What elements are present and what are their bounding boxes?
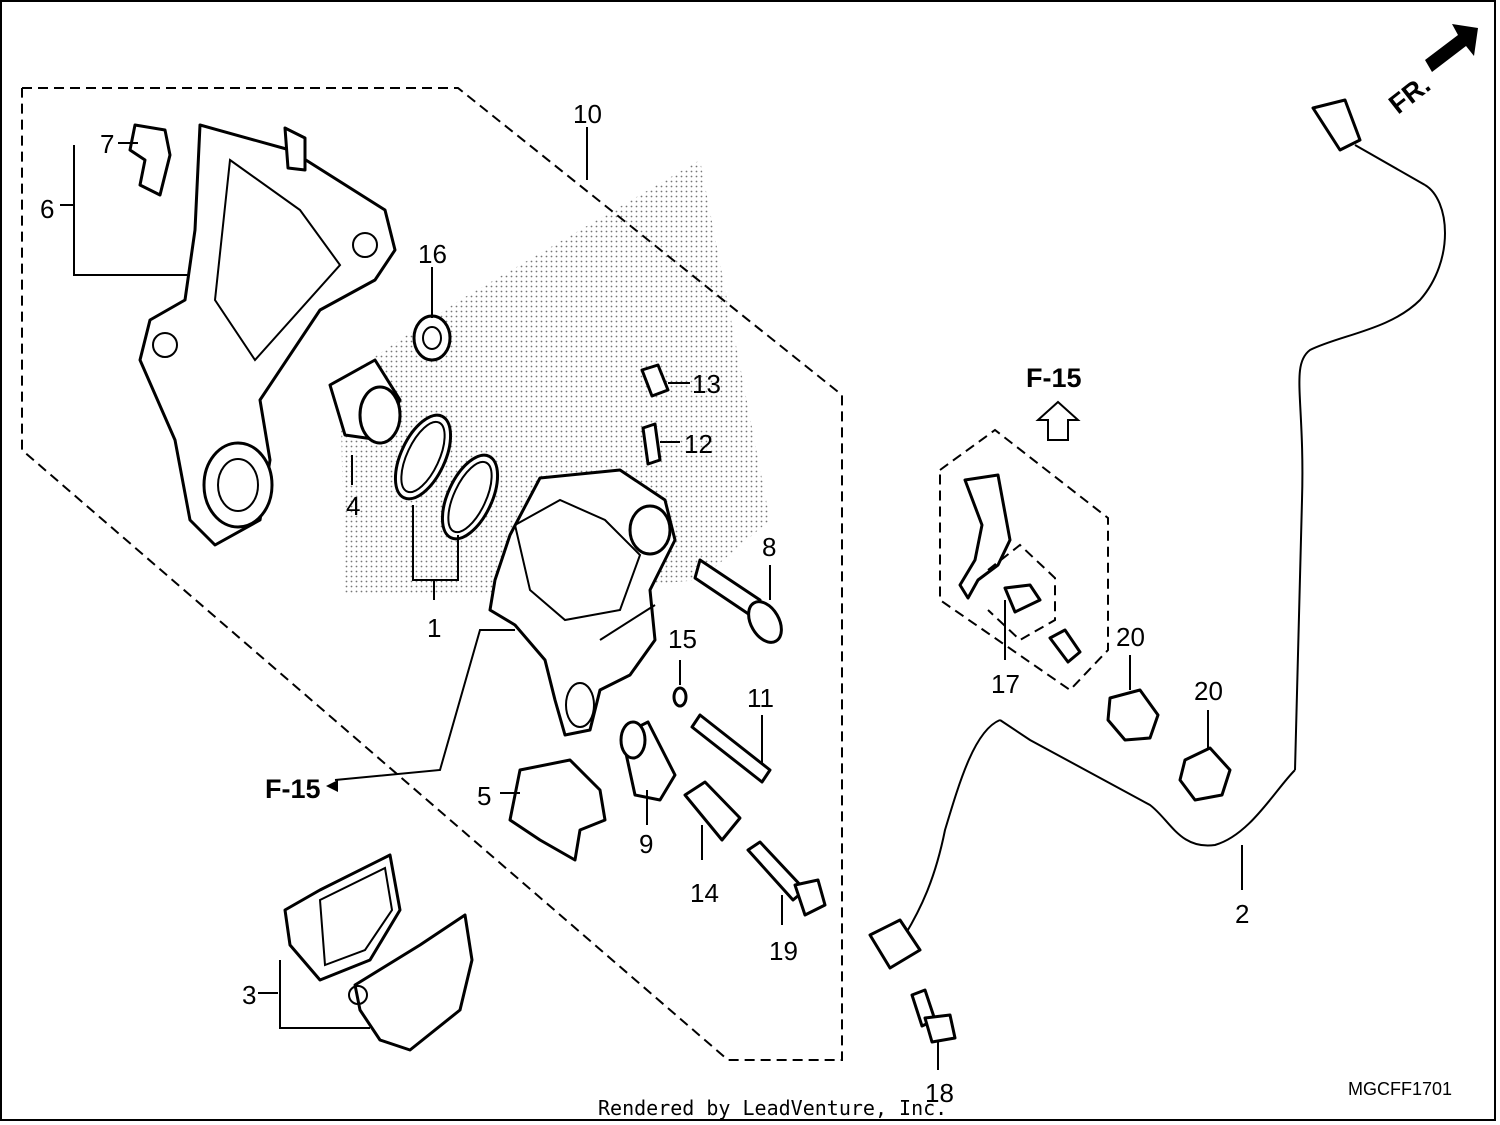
callout-13: 13 [692, 369, 721, 399]
boot-seal [412, 314, 452, 362]
pin-sleeve [683, 780, 742, 842]
pin-boot [619, 720, 677, 802]
callout-16: 16 [418, 239, 447, 269]
callout-2: 2 [1235, 899, 1249, 929]
caliper-piston [328, 358, 402, 445]
abs-sensor-wire [868, 98, 1446, 970]
clamp-subgroup-boundary [987, 543, 1056, 642]
callout-18: 18 [925, 1078, 954, 1108]
pin-bolt [693, 558, 783, 644]
callout-5: 5 [477, 781, 491, 811]
bleeder-valve [641, 422, 662, 466]
callout-9: 9 [639, 829, 653, 859]
clamp-nut [1003, 583, 1042, 614]
caliper-bracket [138, 123, 397, 547]
ref-f15-right: F-15 [1026, 363, 1082, 393]
callout-3: 3 [242, 980, 256, 1010]
svg-text:FR.: FR. [1383, 69, 1436, 119]
assembly-boundary [21, 87, 843, 1061]
clamp-bolt [1048, 628, 1082, 664]
callout-11: 11 [747, 683, 774, 713]
leader-lines [60, 127, 1243, 1070]
bracket-group-boundary [939, 428, 1109, 692]
pad-spring [508, 758, 607, 862]
front-direction-arrow: FR. [1383, 24, 1478, 120]
callout-14: 14 [690, 878, 719, 908]
callout-1: 1 [427, 613, 441, 643]
grommet-upper [1106, 688, 1160, 742]
brake-pads [283, 853, 474, 1052]
caliper-body [488, 468, 677, 737]
callout-7: 7 [100, 129, 114, 159]
mounting-bolt [746, 840, 827, 917]
footer-credit: Rendered by LeadVenture, Inc. [598, 1096, 947, 1120]
o-ring [672, 686, 688, 708]
slide-pin [690, 713, 772, 784]
callout-12: 12 [684, 429, 713, 459]
ref-f15-left: F-15 [265, 774, 321, 804]
bleeder-cap [640, 363, 670, 398]
shading-area [340, 160, 770, 595]
sensor-cable-clamp [958, 473, 1012, 600]
ref-up-arrow [1035, 400, 1081, 441]
callout-8: 8 [762, 532, 776, 562]
grommet-lower [1178, 746, 1232, 802]
diagram-code: MGCFF1701 [1348, 1079, 1452, 1099]
callout-15: 15 [668, 624, 697, 654]
callout-20-lower: 20 [1194, 676, 1223, 706]
callout-4: 4 [346, 491, 360, 521]
callout-17: 17 [991, 669, 1020, 699]
pad-clip [128, 123, 172, 197]
callout-20-upper: 20 [1116, 622, 1145, 652]
ref-left-arrowhead [326, 780, 338, 792]
callout-6: 6 [40, 194, 54, 224]
callout-10: 10 [573, 99, 602, 129]
sensor-bolt [910, 988, 957, 1044]
piston-seals [393, 413, 500, 541]
callout-19: 19 [769, 936, 798, 966]
